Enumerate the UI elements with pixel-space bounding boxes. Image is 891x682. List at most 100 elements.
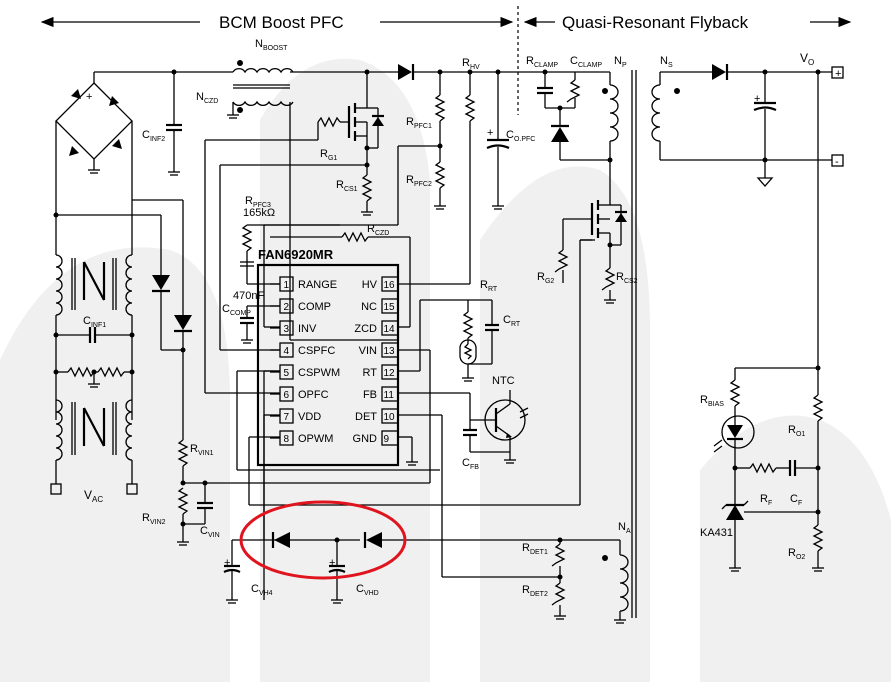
rpfc1-label: RPFC1 (406, 116, 432, 130)
ic-pin-9-box (381, 430, 399, 446)
svg-text:+: + (224, 557, 230, 569)
ic-pin-8-name: OPWM (298, 433, 333, 445)
rbias-label: RBIAS (700, 394, 724, 408)
rpfc3-label: RPFC3 (245, 195, 271, 209)
flyback-primary (537, 70, 637, 618)
ic-pin-11-name: FB (363, 389, 377, 401)
rg1-label: RG1 (320, 148, 337, 162)
nboost-label: NBOOST (255, 38, 288, 52)
ic-pin-4-name: CSPFC (298, 345, 335, 357)
pfc-mosfet (204, 72, 384, 394)
ns-label: NS (660, 55, 673, 69)
pfc-section-title: BCM Boost PFC (219, 13, 344, 32)
rclamp-label: RCLAMP (526, 55, 558, 69)
ic-pin-8-number: 8 (284, 434, 290, 445)
vo-plus: + (835, 68, 841, 80)
ic-pin-13-number: 13 (384, 346, 396, 357)
rcs1-label: RCS1 (336, 179, 358, 193)
vac-label: VAC (84, 488, 103, 504)
ic-pin-10-box (381, 408, 399, 424)
rpfc2-label: RPFC2 (406, 174, 432, 188)
ic-pin-2-number: 2 (284, 302, 290, 313)
cf-label: CF (790, 493, 802, 507)
ic-pin-11-box (381, 386, 399, 402)
emi-filter (50, 200, 138, 495)
na-label: NA (618, 521, 631, 535)
ic-pin-16-name: HV (362, 279, 378, 291)
vdd-supply: + + (223, 415, 560, 604)
ic-pin-5-name: CSPWM (298, 367, 340, 379)
ic-pin-6-name: OPFC (298, 389, 329, 401)
vin-divider (177, 349, 431, 546)
ic-pin-5-box (279, 364, 294, 380)
ic-pin-1-number: 1 (284, 280, 290, 291)
rhv-label: RHV (462, 57, 480, 71)
ic-pin-13-box (381, 342, 399, 358)
fb-optocoupler (463, 390, 529, 464)
vo-label: VO (800, 51, 814, 67)
ic-pin-14-box (381, 320, 399, 336)
cvdd2-label: CVHD (356, 583, 379, 597)
rpfc3-value: 165kΩ (243, 207, 275, 219)
capacitor-cinf2 (166, 72, 182, 176)
rczd (270, 231, 411, 328)
vin-diodes (132, 200, 192, 440)
ic-pin-4-number: 4 (284, 346, 290, 357)
ic-pin-6-number: 6 (284, 390, 290, 401)
ic-pin-7-name: VDD (298, 411, 321, 423)
ic-pin-4-box (279, 342, 294, 358)
ic-pin-10-name: DET (355, 411, 377, 423)
cvin-label: CVIN (200, 525, 220, 539)
ic-pin-1-name: RANGE (298, 279, 337, 291)
highlight-ellipse (239, 500, 407, 580)
ic-pin-3-box (279, 320, 294, 336)
copfc-label: CO.PFC (506, 129, 535, 143)
cspwm-wire (236, 370, 440, 471)
rvin1-label: RVIN1 (190, 443, 214, 457)
ic-pin-2-name: COMP (298, 301, 331, 313)
ic-pin-13-name: VIN (359, 345, 377, 357)
ic-pin-15-number: 15 (384, 302, 396, 313)
ic-pin-9-name: GND (353, 433, 378, 445)
flyback-section-title: Quasi-Resonant Flyback (562, 13, 749, 32)
ic-pin-3-name: INV (298, 323, 317, 335)
ic-pin-12-box (381, 364, 399, 380)
ic-pin-15-name: NC (361, 301, 377, 313)
watermark (0, 58, 891, 682)
ic-pin-12-number: 12 (384, 368, 396, 379)
svg-text:+: + (86, 91, 92, 103)
flyback-secondary: + (651, 64, 844, 187)
rczd-label: RCZD (367, 223, 389, 237)
ccomp-value: 470nF (233, 290, 264, 302)
ic-pin-6-box (279, 386, 294, 402)
ic-pin-2-box (279, 298, 294, 314)
ic-pin-12-name: RT (363, 367, 378, 379)
ic-name: FAN6920MR (258, 247, 334, 262)
rg2-label: RG2 (537, 271, 554, 285)
cinf1-label: CINF1 (83, 315, 106, 329)
ic-pin-14-name: ZCD (354, 323, 377, 335)
cvdd1-label: CVH4 (251, 583, 273, 597)
svg-text:+: + (487, 127, 493, 139)
ic-pin-9-number: 9 (384, 434, 390, 445)
rf-label: RF (760, 493, 772, 507)
rrt-label: RRT (480, 279, 498, 293)
rcs2-label: RCS2 (616, 271, 638, 285)
aux-winding (442, 537, 629, 624)
ic-pin-14-number: 14 (384, 324, 396, 335)
ic-pin-16-number: 16 (384, 280, 396, 291)
ccomp-label: CCOMP (222, 303, 251, 317)
ic-pin-1-box (279, 276, 294, 292)
rdet2-label: RDET2 (522, 584, 548, 598)
ka431-label: KA431 (700, 527, 733, 539)
capacitor-co-pfc: + (486, 72, 510, 210)
ic-pin-7-number: 7 (284, 412, 290, 423)
section-header-arrows (40, 6, 852, 115)
rhv (398, 72, 476, 285)
bridge-rectifier: + (55, 71, 233, 250)
ntc-label: NTC (492, 375, 515, 387)
np-label: NP (614, 55, 627, 69)
ic-pin-10-number: 10 (384, 412, 396, 423)
